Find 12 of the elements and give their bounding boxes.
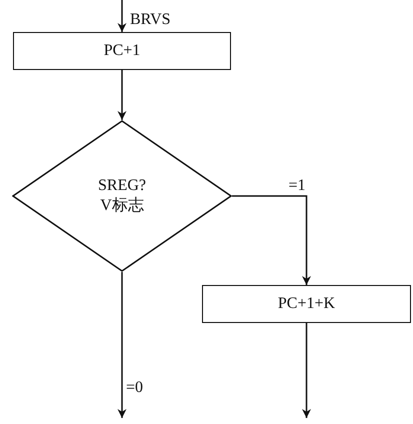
arrow	[118, 0, 126, 32]
process-box	[13, 32, 231, 70]
arrow	[232, 195, 311, 285]
arrow	[118, 272, 126, 418]
arrow	[118, 70, 126, 120]
node-text: SREG?	[98, 176, 146, 194]
node-text: PC+1+K	[278, 295, 336, 313]
process-box	[202, 285, 411, 323]
arrow	[302, 323, 311, 418]
node-text: PC+1	[104, 42, 140, 60]
decision-diamond	[12, 120, 232, 272]
node-text: V标志	[100, 196, 144, 216]
